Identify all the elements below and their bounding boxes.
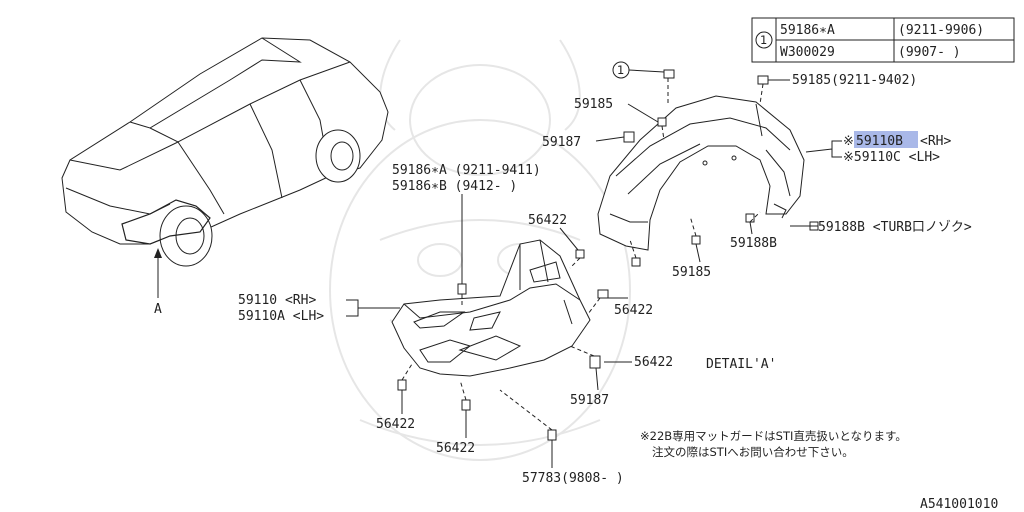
diagram-id: A541001010 — [920, 497, 998, 512]
label-56422-d: 56422 — [376, 417, 415, 432]
label-59186a: 59186∗A (9211-9411) — [392, 163, 541, 178]
legend-row-2-range: (9907- ) — [898, 45, 961, 60]
label-56422-e: 56422 — [436, 441, 475, 456]
label-56422-b: 56422 — [614, 303, 653, 318]
label-59187-top: 59187 — [542, 135, 581, 150]
label-59110: 59110 <RH> — [238, 293, 316, 308]
legend-row-1-part: 59186∗A — [780, 23, 835, 38]
engine-undercover — [391, 239, 591, 377]
label-59188b: 59188B — [730, 236, 777, 251]
label-59110b-prefix: ※ — [843, 134, 854, 149]
note-line-1: ※22B専用マットガードはSTI直売扱いとなります。 — [640, 429, 907, 443]
fastener-icon — [397, 249, 609, 441]
label-59188b-turbo: 59188B <TURB口ノゾク> — [818, 220, 972, 235]
label-59110b[interactable]: 59110B — [856, 134, 903, 149]
label-59185-left: 59185 — [574, 97, 613, 112]
label-56422-c: 56422 — [634, 355, 673, 370]
label-ref-1: 1 — [617, 63, 624, 77]
fender-liner — [597, 95, 805, 251]
label-marker-a: A — [154, 302, 162, 317]
highlight-59110b — [854, 131, 918, 148]
car-illustration — [61, 37, 389, 298]
label-59110b-side: <RH> — [920, 134, 951, 149]
legend-table: 1 59186∗A (9211-9906) W300029 (9907- ) — [751, 17, 1015, 63]
watermark-emblem — [329, 39, 631, 461]
legend-row-1-range: (9211-9906) — [898, 23, 984, 38]
legend-marker: 1 — [760, 33, 767, 47]
label-59186b: 59186∗B (9412- ) — [392, 179, 517, 194]
legend-row-2-part: W300029 — [780, 45, 835, 60]
label-56422-a: 56422 — [528, 213, 567, 228]
label-59110a: 59110A <LH> — [238, 309, 324, 324]
label-59187-low: 59187 — [570, 393, 609, 408]
label-59110c: ※59110C <LH> — [843, 150, 940, 165]
label-59185-low: 59185 — [672, 265, 711, 280]
note-line-2: 注文の際はSTIへお問い合わせ下さい。 — [652, 445, 854, 459]
label-59185-top: 59185(9211-9402) — [792, 73, 917, 88]
label-detail-a: DETAIL'A' — [706, 357, 776, 372]
label-57783: 57783(9808- ) — [522, 471, 624, 486]
